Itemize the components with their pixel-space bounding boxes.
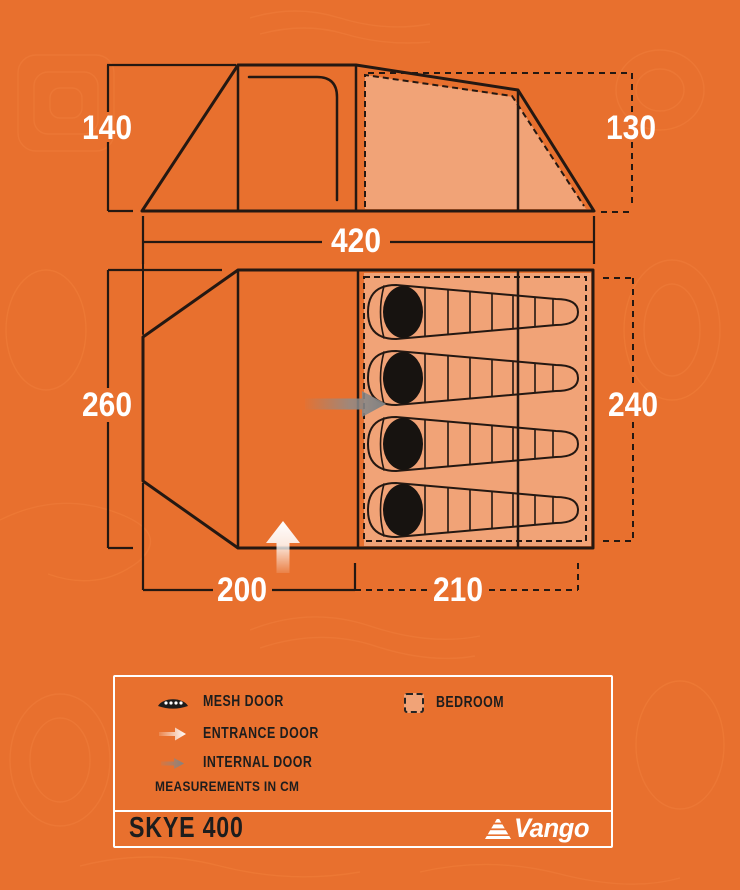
legend-row-entrance-door: ENTRANCE DOOR [155, 725, 348, 743]
dimension-210: 210 [355, 563, 579, 609]
side-elevation-view: 140 130 420 [82, 63, 656, 264]
dimension-260: 260 [82, 268, 222, 550]
sleeping-bag [367, 350, 579, 406]
dimension-420: 420 [141, 216, 596, 264]
side-interior-lines [236, 63, 520, 213]
dimension-140: 140 [82, 63, 236, 213]
dim-label-200: 200 [217, 571, 267, 609]
brand-triangle-icon [484, 819, 511, 839]
model-name: SKYE [129, 811, 196, 844]
sleeping-bag [367, 284, 579, 340]
legend-panel: MESH DOOR ENTRANCE DOOR [113, 675, 613, 848]
floor-plan-view: 260 240 200 210 [82, 263, 658, 609]
dim-label-420: 420 [331, 222, 381, 260]
measurements-note: MEASUREMENTS IN CM [155, 778, 300, 794]
mesh-door-icon [155, 695, 191, 710]
internal-door-arrow [305, 391, 386, 417]
plan-bedroom-dashed-outline [363, 276, 587, 542]
legend-label: MESH DOOR [203, 693, 284, 710]
legend-row-internal-door: INTERNAL DOOR [155, 754, 340, 772]
brand-name: Vango [513, 812, 590, 843]
bedroom-swatch-icon [404, 693, 424, 713]
legend-label: INTERNAL DOOR [203, 754, 313, 771]
legend-row-mesh-door: MESH DOOR [155, 693, 304, 711]
model-number: 400 [202, 811, 244, 844]
sleeping-bag-hood [383, 352, 423, 404]
sleeping-bag-hood [383, 286, 423, 338]
dimension-240: 240 [603, 277, 658, 542]
legend-items: MESH DOOR ENTRANCE DOOR [115, 677, 611, 810]
legend-label: BEDROOM [436, 694, 505, 711]
side-bedroom-area [365, 75, 586, 209]
sleeping-bag-hood [383, 484, 423, 536]
dim-label-260: 260 [82, 386, 132, 424]
legend-row-bedroom: BEDROOM [404, 693, 521, 713]
legend-label: ENTRANCE DOOR [203, 725, 319, 742]
sleeping-bag-hood [383, 418, 423, 470]
title-bar: SKYE 400 Vango [115, 810, 611, 844]
side-bedroom-dashed-outline [364, 73, 585, 207]
sleeping-bags [367, 284, 579, 538]
sleeping-bag [367, 416, 579, 472]
dim-label-130: 130 [606, 109, 656, 147]
side-door-line [247, 75, 339, 202]
tent-diagram: 140 130 420 [82, 63, 658, 609]
dim-label-140: 140 [82, 109, 132, 147]
entrance-door-icon [155, 725, 191, 743]
internal-door-icon [155, 756, 191, 771]
brand-logo: Vango [484, 812, 593, 844]
dim-label-240: 240 [608, 386, 658, 424]
dimension-130: 130 [368, 72, 656, 213]
sleeping-bag [367, 482, 579, 538]
entrance-door-arrow [266, 521, 300, 573]
dimension-200: 200 [141, 483, 357, 609]
dim-label-210: 210 [433, 571, 483, 609]
model-title: SKYE 400 [129, 812, 244, 845]
